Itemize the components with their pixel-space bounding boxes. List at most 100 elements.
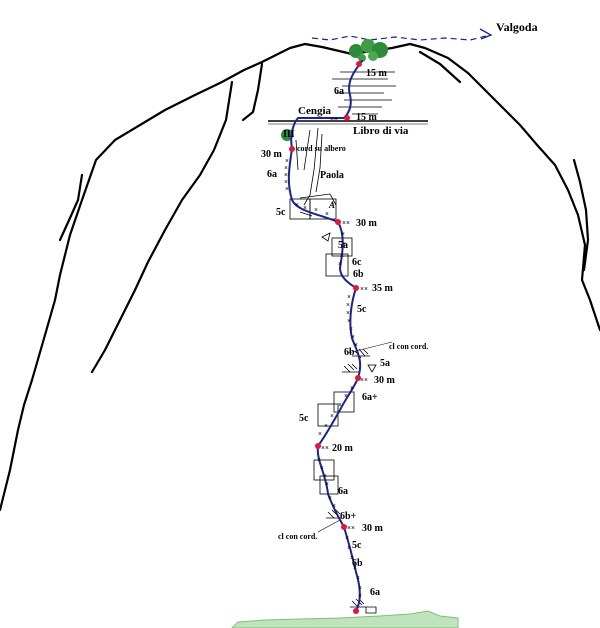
bolt-mark: × xyxy=(332,502,336,510)
bolt-mark: × xyxy=(323,472,327,480)
bolt-mark: × xyxy=(320,464,324,472)
bolt-mark: × xyxy=(285,185,289,193)
descent-arrow-icon xyxy=(365,606,377,614)
paola-label: Paola xyxy=(320,170,344,181)
cl-con-cord-upper-label: cl con cord. xyxy=(389,342,428,351)
bolt-mark: × xyxy=(344,392,348,400)
grade-label: 6a xyxy=(370,587,380,598)
bolt-mark: × xyxy=(285,157,289,165)
tree-icon xyxy=(361,39,375,53)
callout-line xyxy=(317,519,341,533)
overhang-hatch-icon xyxy=(326,509,342,519)
belay-bolt-pairs: ×× ×× ×× ×× ×× ×× xyxy=(321,115,368,532)
grade-label: 6b xyxy=(352,558,363,569)
pitch-box xyxy=(325,253,349,277)
small-arrows xyxy=(321,232,377,614)
belay-station-icon xyxy=(315,443,321,449)
grade-label: 6b xyxy=(353,269,364,280)
letter-a-label: A xyxy=(328,200,335,210)
bolt-mark: × xyxy=(338,260,342,268)
belay-station-icon xyxy=(353,285,359,291)
mountain-outline xyxy=(0,42,600,512)
bolt-mark: × xyxy=(303,204,307,212)
belay-station-icon xyxy=(344,115,350,121)
cengia-label: Cengia xyxy=(298,105,332,117)
bolt-mark: × xyxy=(346,309,350,317)
bolt-mark: × xyxy=(342,240,346,248)
bolt-mark: × xyxy=(330,412,334,420)
belay-station-icon xyxy=(353,608,359,614)
belay-station-icon xyxy=(356,61,362,67)
grade-label: 5a xyxy=(338,240,348,251)
bolt-mark: × xyxy=(340,252,344,260)
bolt-marks: ××××××××××××××××××××××××××××××××××××××× xyxy=(284,157,362,600)
belay-label-tree: 30 m xyxy=(261,149,283,160)
tree-icon xyxy=(368,51,378,61)
overhang-marks xyxy=(326,348,370,608)
bolt-mark: × xyxy=(314,206,318,214)
belay-station-icon xyxy=(355,375,361,381)
valgoda-label: Valgoda xyxy=(496,20,538,34)
bolt-pair: ×× xyxy=(347,524,355,532)
pitch-box xyxy=(333,391,355,413)
pitch-box xyxy=(313,459,335,481)
bolt-mark: × xyxy=(325,210,329,218)
belay-station-icon xyxy=(335,219,341,225)
callout-line xyxy=(347,341,393,354)
belay-stations xyxy=(289,61,362,614)
cl-con-cord-lower-label: cl con cord. xyxy=(278,532,317,541)
upper-slab-hatching xyxy=(332,71,396,115)
belay-label-8: 30 m xyxy=(362,523,384,534)
belay-label-top: 15 m xyxy=(366,68,388,79)
cord-su-albero-label: cord su albero xyxy=(297,144,346,153)
route-line xyxy=(287,60,363,612)
ground-grass xyxy=(231,610,459,628)
belay-label-5: 35 m xyxy=(372,283,394,294)
overhang-hatch-icon xyxy=(342,363,360,373)
tree-icon xyxy=(349,44,363,58)
tree-icon xyxy=(358,54,366,62)
tree-icon xyxy=(281,129,293,141)
bolt-mark: × xyxy=(349,325,353,333)
bolt-pair: ×× xyxy=(342,219,350,227)
bolt-mark: × xyxy=(341,230,345,238)
bolt-mark: × xyxy=(295,201,299,209)
bolt-mark: × xyxy=(284,178,288,186)
bolt-mark: × xyxy=(346,301,350,309)
bolt-mark: × xyxy=(358,584,362,592)
grade-label: 6b+ xyxy=(340,511,357,522)
belay-label-cengia: 15 m xyxy=(356,112,378,123)
bolt-mark: × xyxy=(324,422,328,430)
bolt-mark: × xyxy=(353,564,357,572)
bolt-mark: × xyxy=(318,430,322,438)
grade-label: 5c xyxy=(299,413,309,424)
grade-label: 5c xyxy=(357,304,367,315)
pitch-box xyxy=(317,403,339,427)
bolt-mark: × xyxy=(356,574,360,582)
descent-arrow-icon xyxy=(479,28,493,40)
libro-di-via-label: Libro di via xyxy=(353,125,409,137)
grade-label: 6a xyxy=(334,86,344,97)
descent-arrow-icon xyxy=(321,232,331,242)
belay-label-6: 30 m xyxy=(374,375,396,386)
roman-three-label: III xyxy=(283,129,295,140)
grade-label: 5c xyxy=(352,540,362,551)
bolt-mark: × xyxy=(284,164,288,172)
grade-label: 6a+ xyxy=(362,392,378,403)
bolt-mark: × xyxy=(317,456,321,464)
grade-label: 6c xyxy=(352,257,362,268)
belay-station-icon xyxy=(289,146,295,152)
bolt-pair: ×× xyxy=(360,285,368,293)
bolt-mark: × xyxy=(350,554,354,562)
grade-label: 5c xyxy=(276,207,286,218)
cengia-tree xyxy=(281,129,293,141)
bolt-mark: × xyxy=(358,592,362,600)
pitch-box xyxy=(309,198,337,220)
overhang-hatch-icon xyxy=(352,348,370,359)
bolt-mark: × xyxy=(325,480,329,488)
bolt-mark: × xyxy=(328,494,332,502)
descent-arrow-icon xyxy=(367,364,377,373)
bolt-pair: ×× xyxy=(321,444,329,452)
bolt-pair: ×× xyxy=(360,376,368,384)
